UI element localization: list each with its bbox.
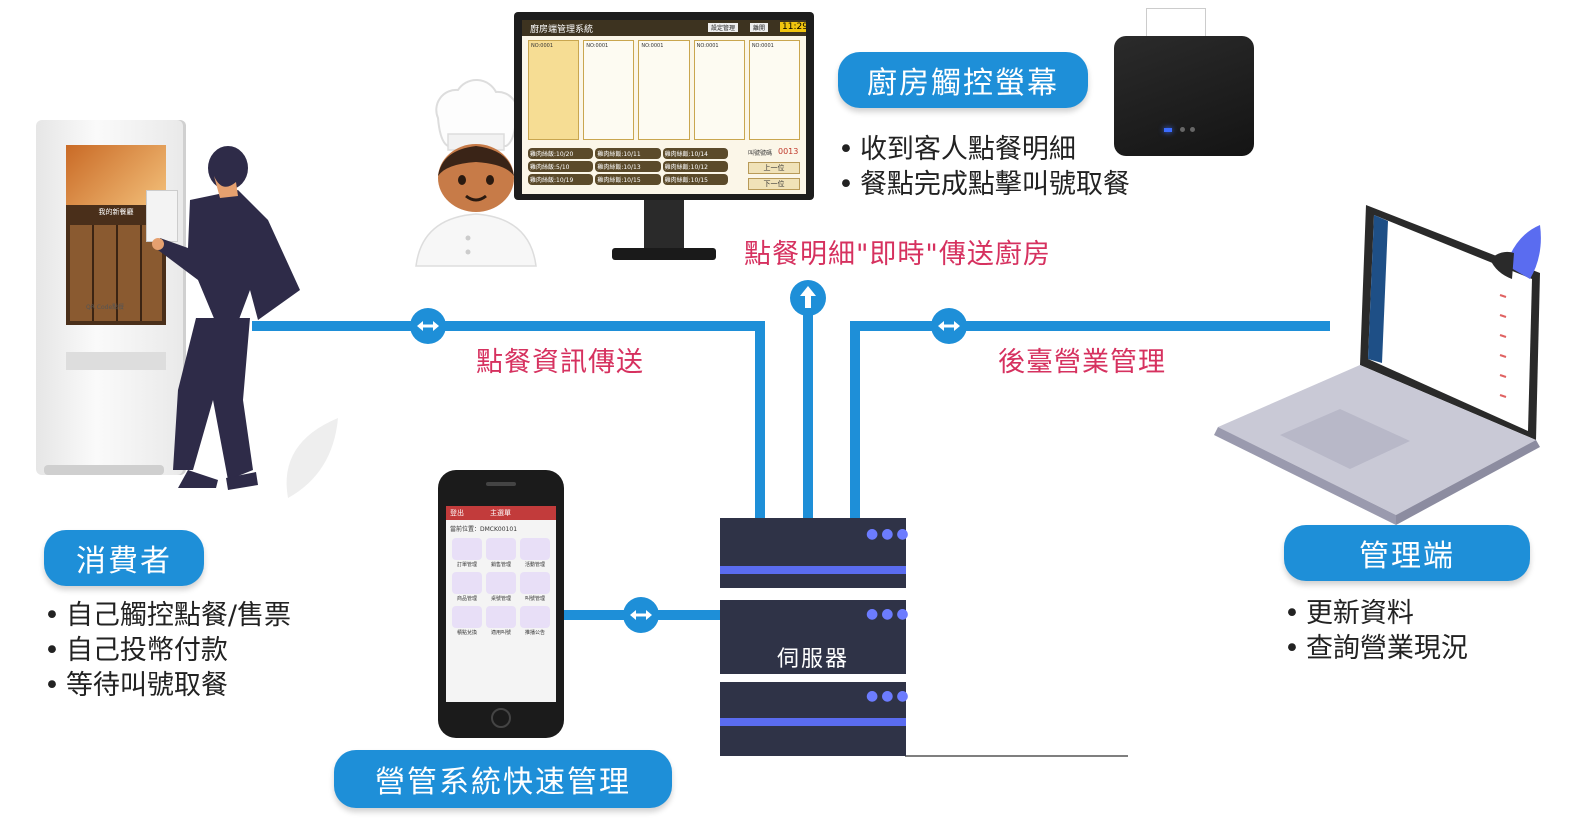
bidirectional-connector-mobile bbox=[623, 597, 659, 633]
order-number: NO:0001 bbox=[696, 43, 719, 49]
call-number-label: 叫號號碼 bbox=[748, 150, 773, 157]
call-number-value: 0013 bbox=[778, 147, 799, 156]
server-rack: ●●● ●●● ●●● 伺服器 bbox=[720, 518, 909, 756]
kitchen-monitor: 廚房端管理系統 設定管理 離開 11:29 NO:0001 NO:0001 NO… bbox=[514, 12, 814, 262]
kiosk-footer: QR Code點餐 bbox=[86, 304, 125, 311]
phone-header-title: 主選單 bbox=[490, 509, 511, 517]
kitchen-logout-button[interactable]: 離開 bbox=[750, 23, 769, 32]
summary-item[interactable]: 雞肉絲飯:10/15 bbox=[662, 174, 728, 185]
chef-illustration bbox=[415, 79, 537, 267]
phone-app-tile[interactable]: 訂單管理 bbox=[452, 538, 482, 568]
bidirectional-connector-management bbox=[931, 308, 967, 344]
phone-app-tile[interactable]: 適用叫號 bbox=[486, 606, 516, 636]
bidirectional-connector-consumer bbox=[410, 308, 446, 344]
phone-app-tile[interactable]: 桌號管理 bbox=[486, 572, 516, 602]
phone-app-tile[interactable]: 推播公告 bbox=[520, 606, 550, 636]
line-server-management bbox=[850, 321, 1330, 520]
kitchen-bullet: 收到客人點餐明細 bbox=[838, 132, 1130, 167]
prev-call-button[interactable]: 上一位 bbox=[748, 162, 800, 174]
summary-item[interactable]: 雞肉絲飯:10/14 bbox=[662, 148, 728, 159]
up-arrow-connector-kitchen bbox=[790, 280, 826, 316]
phone-app-tile[interactable]: 活動管理 bbox=[520, 538, 550, 568]
order-ticket[interactable]: NO:0001 bbox=[748, 40, 801, 140]
next-call-button[interactable]: 下一位 bbox=[748, 178, 800, 190]
kitchen-ui-title: 廚房端管理系統 bbox=[530, 25, 594, 35]
consumer-bullet: 等待叫號取餐 bbox=[44, 668, 291, 703]
kitchen-screen: 廚房端管理系統 設定管理 離開 11:29 NO:0001 NO:0001 NO… bbox=[522, 20, 806, 194]
consumer-bullet: 自己投幣付款 bbox=[44, 633, 291, 668]
kitchen-screen-label: 廚房觸控螢幕 bbox=[838, 52, 1088, 108]
phone-app-tile[interactable]: 商品管理 bbox=[452, 572, 482, 602]
leaf-decoration-left bbox=[286, 418, 338, 498]
kiosk-coin-slot bbox=[66, 352, 166, 370]
flow-label-realtime-kitchen: 點餐明細"即時"傳送廚房 bbox=[744, 239, 1051, 270]
order-ticket[interactable]: NO:0001 bbox=[583, 40, 635, 140]
order-ticket[interactable]: NO:0001 bbox=[693, 40, 745, 140]
order-number: NO:0001 bbox=[641, 43, 664, 49]
summary-item[interactable]: 雞肉絲飯:5/10 bbox=[528, 161, 594, 172]
flow-label-order-info: 點餐資訊傳送 bbox=[476, 347, 644, 378]
kitchen-bullet: 餐點完成點擊叫號取餐 bbox=[838, 167, 1130, 202]
order-ticket[interactable]: NO:0001 bbox=[638, 40, 690, 140]
consumer-person-illustration bbox=[152, 146, 300, 490]
phone-logout[interactable]: 登出 bbox=[450, 509, 464, 517]
mobile-phone: 登出 主選單 當前位置：DMCK00101 訂單管理 銷售管理 活動管理 商品管… bbox=[438, 470, 564, 738]
management-bullets: 更新資料 查詢營業現況 bbox=[1284, 596, 1468, 666]
receipt-printer bbox=[1110, 8, 1260, 156]
management-bullet: 查詢營業現況 bbox=[1284, 631, 1468, 666]
summary-item[interactable]: 雞肉絲飯:10/19 bbox=[528, 174, 594, 185]
phone-app-tile[interactable]: 叫號管理 bbox=[520, 572, 550, 602]
kitchen-bullets: 收到客人點餐明細 餐點完成點擊叫號取餐 bbox=[838, 132, 1130, 202]
phone-screen: 登出 主選單 當前位置：DMCK00101 訂單管理 銷售管理 活動管理 商品管… bbox=[446, 506, 556, 702]
flow-label-backend: 後臺營業管理 bbox=[998, 347, 1166, 378]
management-bullet: 更新資料 bbox=[1284, 596, 1468, 631]
phone-location: 當前位置：DMCK00101 bbox=[450, 526, 518, 533]
phone-app-tile[interactable]: 銷售管理 bbox=[486, 538, 516, 568]
order-number: NO:0001 bbox=[751, 43, 774, 49]
summary-item[interactable]: 雞肉絲飯:10/12 bbox=[662, 161, 728, 172]
server-label: 伺服器 bbox=[720, 646, 906, 674]
kitchen-settings-button[interactable]: 設定管理 bbox=[708, 23, 739, 32]
management-laptop bbox=[1214, 205, 1541, 525]
consumer-bullet: 自己觸控點餐/售票 bbox=[44, 598, 291, 633]
phone-app-tile[interactable]: 積點兌換 bbox=[452, 606, 482, 636]
order-number: NO:0001 bbox=[586, 43, 609, 49]
order-summary-grid: 雞肉絲飯:10/20 雞肉絲飯:10/11 雞肉絲飯:10/14 雞肉絲飯:5/… bbox=[528, 148, 728, 185]
summary-item[interactable]: 雞肉絲飯:10/20 bbox=[528, 148, 594, 159]
summary-item[interactable]: 雞肉絲飯:10/11 bbox=[595, 148, 661, 159]
consumer-bullets: 自己觸控點餐/售票 自己投幣付款 等待叫號取餐 bbox=[44, 598, 291, 703]
kitchen-clock: 11:29 bbox=[780, 22, 806, 32]
summary-item[interactable]: 雞肉絲飯:10/15 bbox=[595, 174, 661, 185]
consumer-label: 消費者 bbox=[44, 530, 204, 586]
mobile-management-label: 營管系統快速管理 bbox=[334, 750, 672, 808]
summary-item[interactable]: 雞肉絲飯:10/13 bbox=[595, 161, 661, 172]
phone-app-grid: 訂單管理 銷售管理 活動管理 商品管理 桌號管理 叫號管理 積點兌換 適用叫號 … bbox=[452, 538, 550, 636]
management-label: 管理端 bbox=[1284, 525, 1530, 581]
order-number: NO:0001 bbox=[531, 43, 553, 49]
order-ticket[interactable]: NO:0001 bbox=[528, 40, 580, 140]
kiosk-card-reader bbox=[146, 190, 178, 242]
kiosk-machine: 我的新餐廳 QR Code點餐 bbox=[36, 120, 186, 500]
kiosk-banner: 我的新餐廳 bbox=[98, 208, 134, 216]
